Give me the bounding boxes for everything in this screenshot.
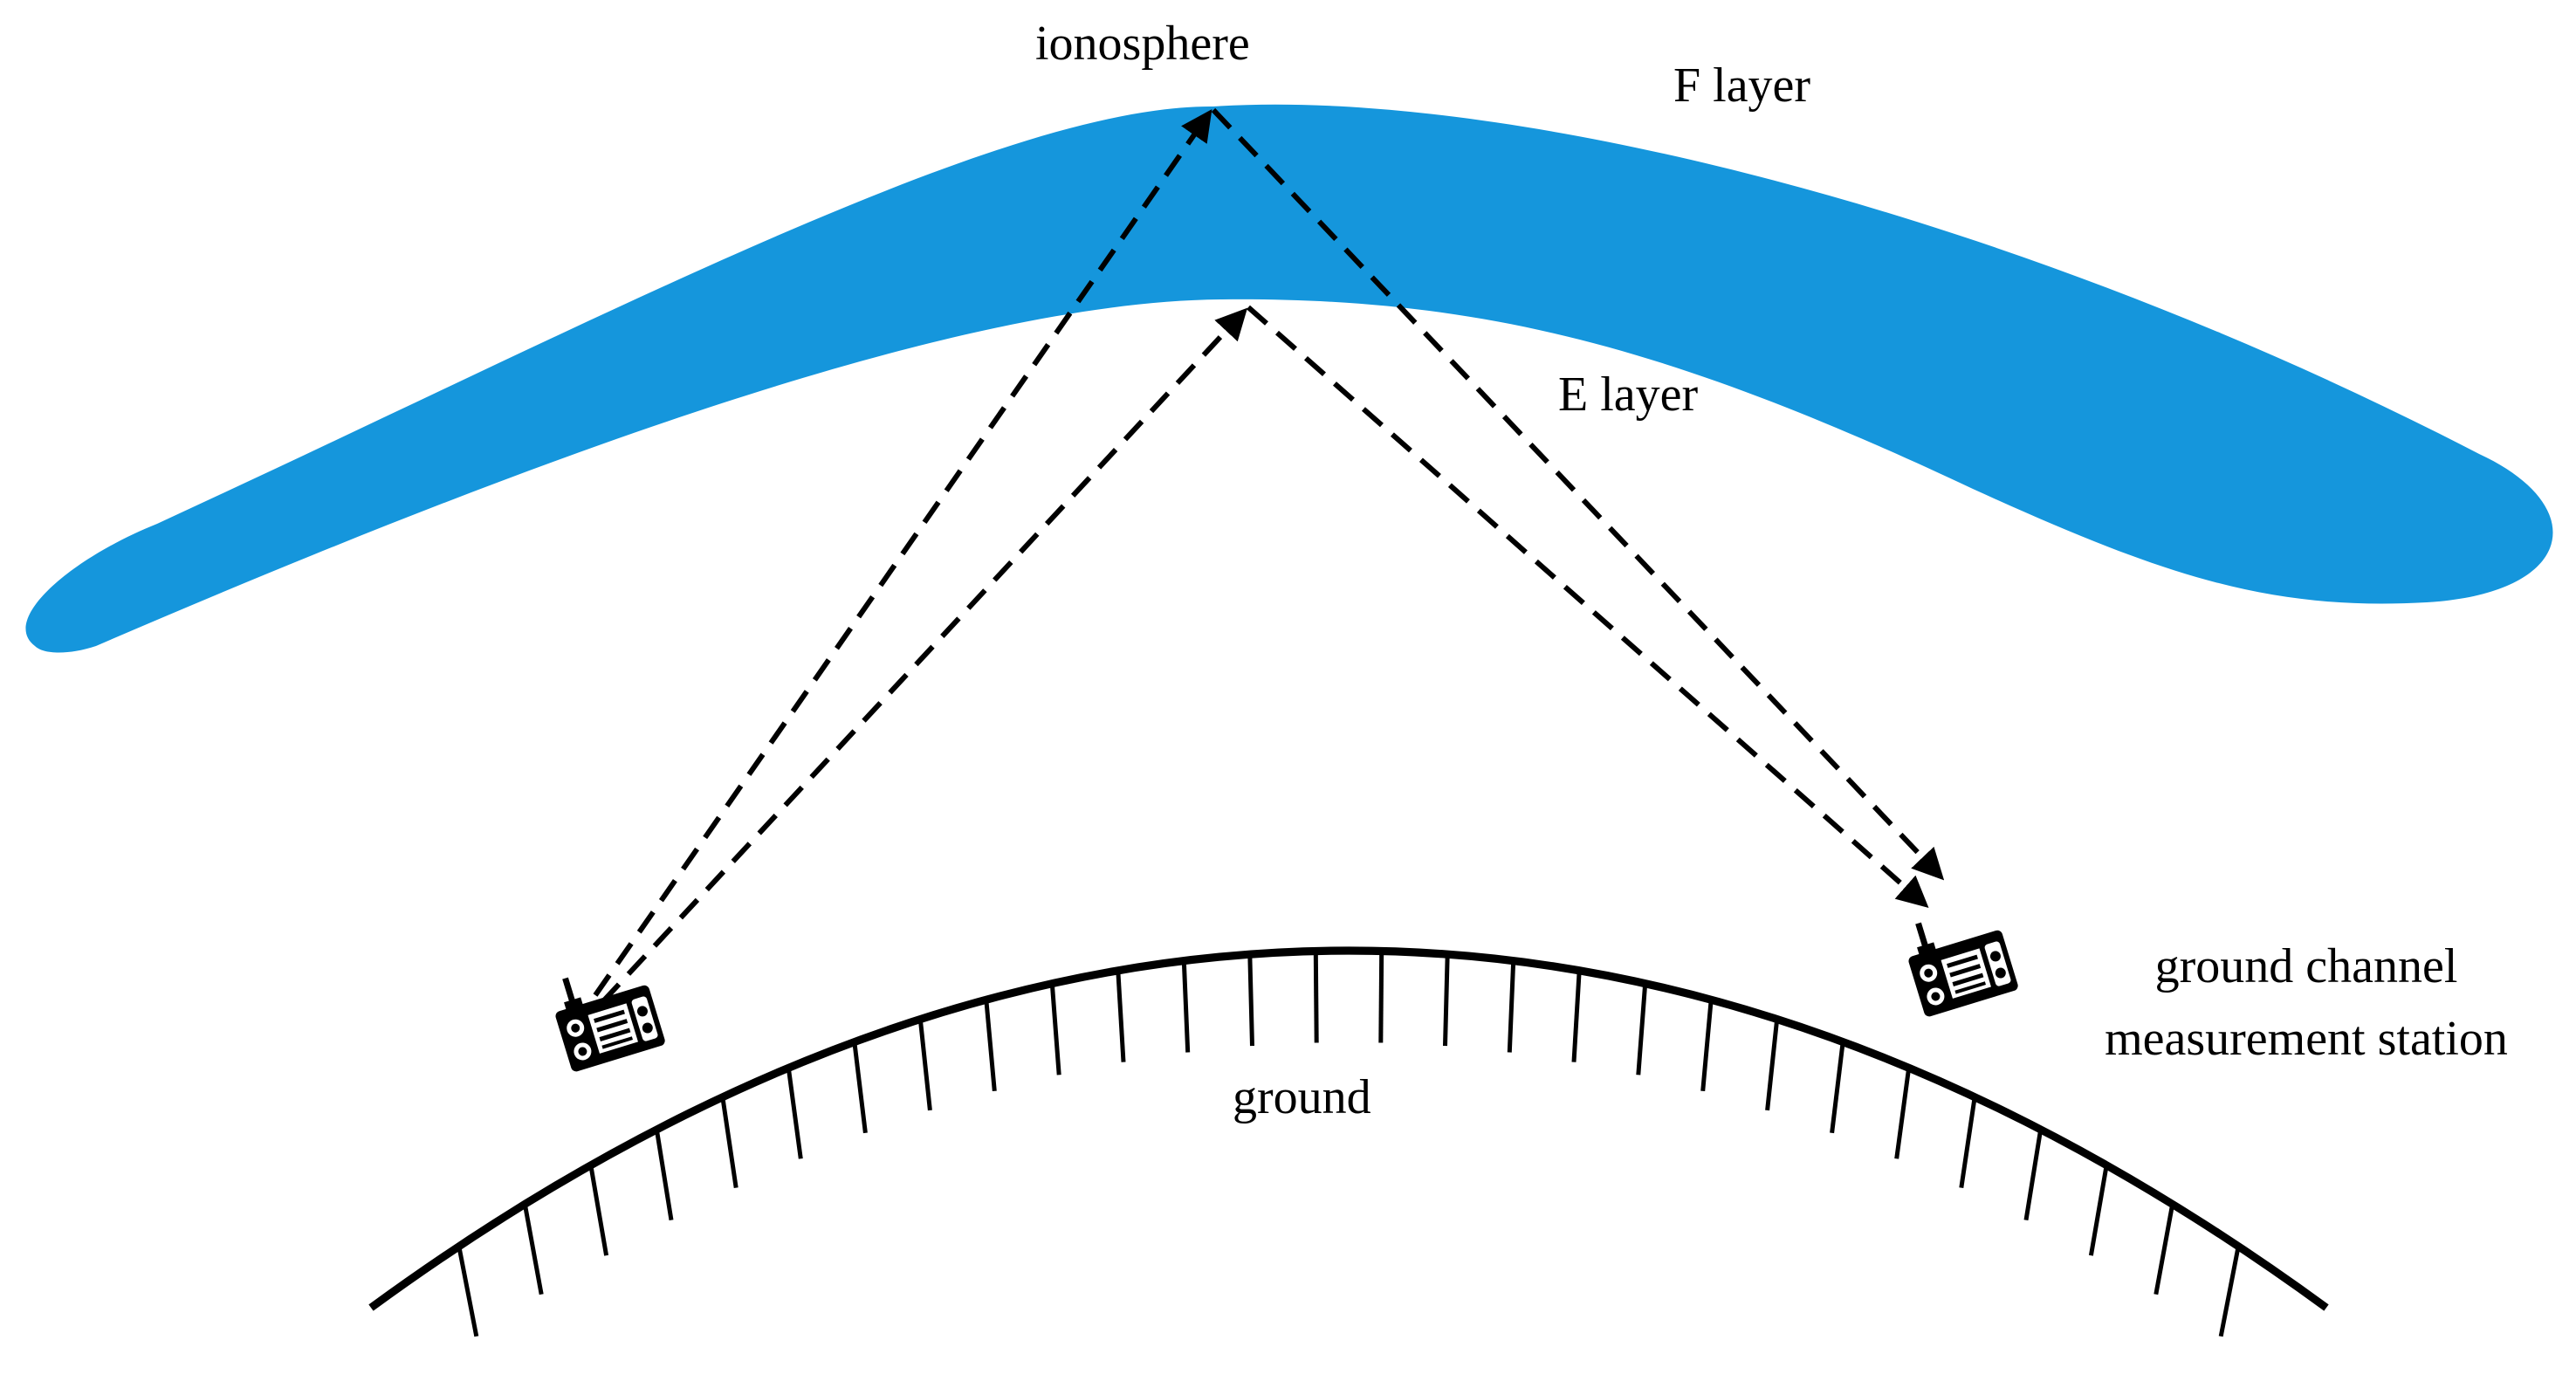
ground-hatch-mark bbox=[917, 1019, 932, 1111]
transmitter-radio-icon bbox=[546, 955, 667, 1073]
ground-hatch-mark bbox=[654, 1129, 674, 1220]
path-down-f-layer bbox=[1211, 107, 1945, 881]
ground-hatch-mark bbox=[786, 1067, 803, 1159]
ground-label: ground bbox=[1233, 1070, 1371, 1124]
receiver-radio-icon bbox=[1899, 900, 2020, 1018]
station-label-line1: ground channel bbox=[2155, 939, 2458, 993]
ground-hatch-mark bbox=[1378, 951, 1384, 1043]
ground-hatch-mark bbox=[984, 999, 997, 1092]
station-label-line2: measurement station bbox=[2105, 1012, 2508, 1066]
ground-hatch-mark bbox=[852, 1041, 868, 1134]
ground-hatch-mark bbox=[1049, 983, 1061, 1075]
ground-hatch-mark bbox=[1894, 1067, 1912, 1159]
ground-surface-arc bbox=[368, 946, 2329, 1311]
ground-hatch-mark bbox=[1571, 970, 1582, 1062]
ground-hatch-mark bbox=[1313, 951, 1319, 1043]
e-layer-label: E layer bbox=[1558, 368, 1698, 422]
ground-hatch-mark bbox=[1830, 1041, 1845, 1134]
ground-hatch-mark bbox=[1181, 960, 1191, 1053]
ground-hatch-mark bbox=[1636, 983, 1648, 1075]
f-layer-label: F layer bbox=[1673, 58, 1810, 113]
ground-hatch-mark bbox=[1700, 999, 1714, 1092]
ground-hatch-mark bbox=[2154, 1203, 2175, 1295]
ground-hatch-mark bbox=[1507, 960, 1516, 1053]
path-up-f-layer bbox=[593, 109, 1212, 997]
ground-hatching bbox=[457, 951, 2241, 1337]
ground-hatch-mark bbox=[1765, 1019, 1780, 1111]
path-down-e-layer bbox=[1247, 305, 1929, 908]
ground-hatch-mark bbox=[720, 1096, 738, 1188]
ground-hatch-mark bbox=[1959, 1096, 1977, 1188]
ground-hatch-mark bbox=[457, 1246, 479, 1337]
ground-hatch-mark bbox=[2088, 1165, 2109, 1256]
ground-hatch-mark bbox=[1443, 954, 1450, 1047]
ground-hatch-mark bbox=[2218, 1246, 2241, 1337]
ground-hatch-mark bbox=[1247, 954, 1254, 1047]
ground-hatch-mark bbox=[1116, 970, 1126, 1062]
ionosphere-label: ionosphere bbox=[1035, 17, 1250, 71]
path-up-e-layer bbox=[600, 307, 1248, 1005]
ionosphere-band bbox=[25, 104, 2553, 653]
ground-hatch-mark bbox=[588, 1165, 609, 1256]
ground-hatch-mark bbox=[2023, 1129, 2044, 1220]
ground-hatch-mark bbox=[522, 1203, 544, 1295]
